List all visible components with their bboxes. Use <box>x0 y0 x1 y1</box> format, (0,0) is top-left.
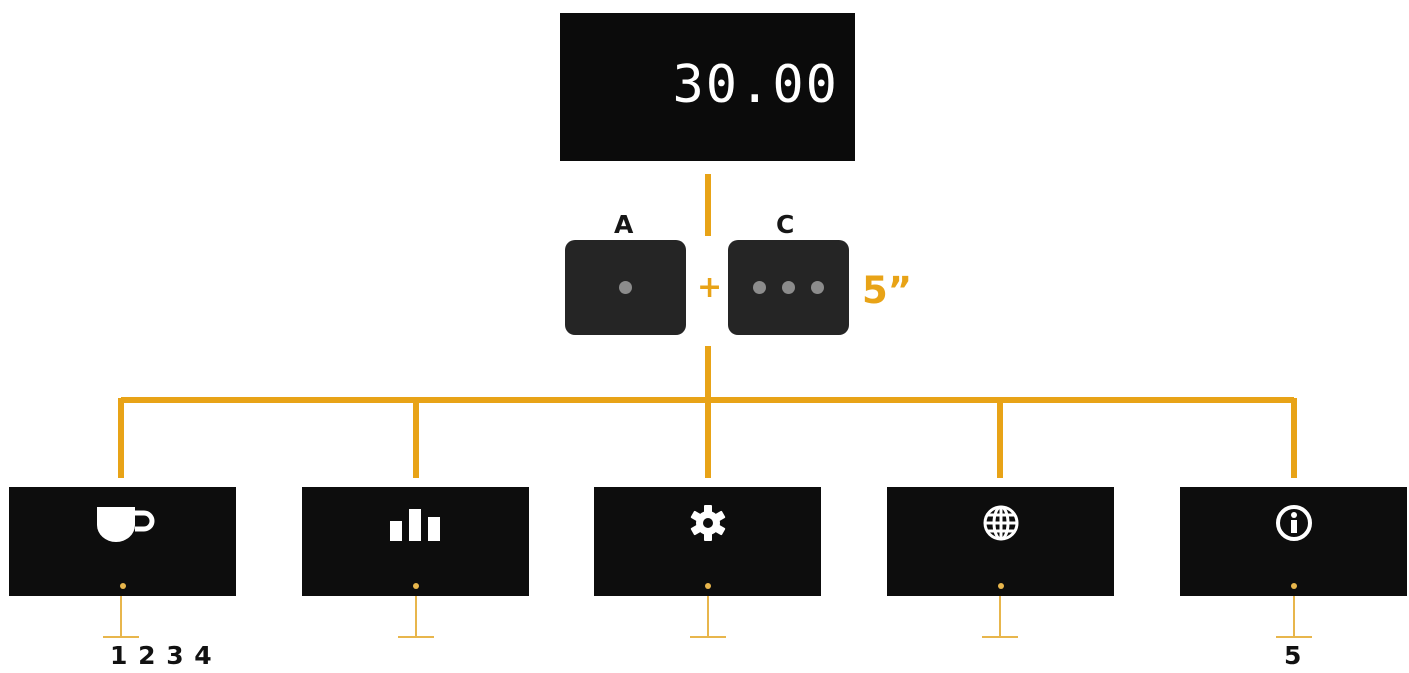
key-a-dot <box>619 281 632 294</box>
plus-sign: + <box>697 270 723 305</box>
key-a-button[interactable] <box>565 240 686 335</box>
menu-dot-settings <box>704 583 711 589</box>
menu-box-statistics[interactable] <box>302 487 529 596</box>
menu-dot-statistics <box>412 583 419 589</box>
menu-box-coffee[interactable] <box>9 487 236 596</box>
menu-box-settings[interactable] <box>594 487 821 596</box>
key-c-dot-3 <box>811 281 824 294</box>
key-a-label: A <box>614 210 634 239</box>
main-display: 30.00 <box>560 13 855 161</box>
menu-dot-language <box>997 583 1004 589</box>
menu-box-language[interactable] <box>887 487 1114 596</box>
gear-icon <box>676 501 740 549</box>
key-c-dot-2 <box>782 281 795 294</box>
key-c-label: C <box>776 210 795 239</box>
info-icon <box>1262 501 1326 549</box>
hold-duration-label: 5” <box>862 269 913 312</box>
menu-box-info[interactable] <box>1180 487 1407 596</box>
globe-icon <box>969 501 1033 549</box>
key-c-button[interactable] <box>728 240 849 335</box>
key-c-dot-1 <box>753 281 766 294</box>
menu-dot-coffee <box>119 583 126 589</box>
footnote-info: 5 <box>1284 641 1303 670</box>
bar-chart-icon <box>384 501 448 549</box>
menu-dot-info <box>1290 583 1297 589</box>
coffee-cup-icon <box>91 501 155 549</box>
footnote-coffee: 1 2 3 4 <box>110 641 213 670</box>
display-value: 30.00 <box>672 55 839 115</box>
